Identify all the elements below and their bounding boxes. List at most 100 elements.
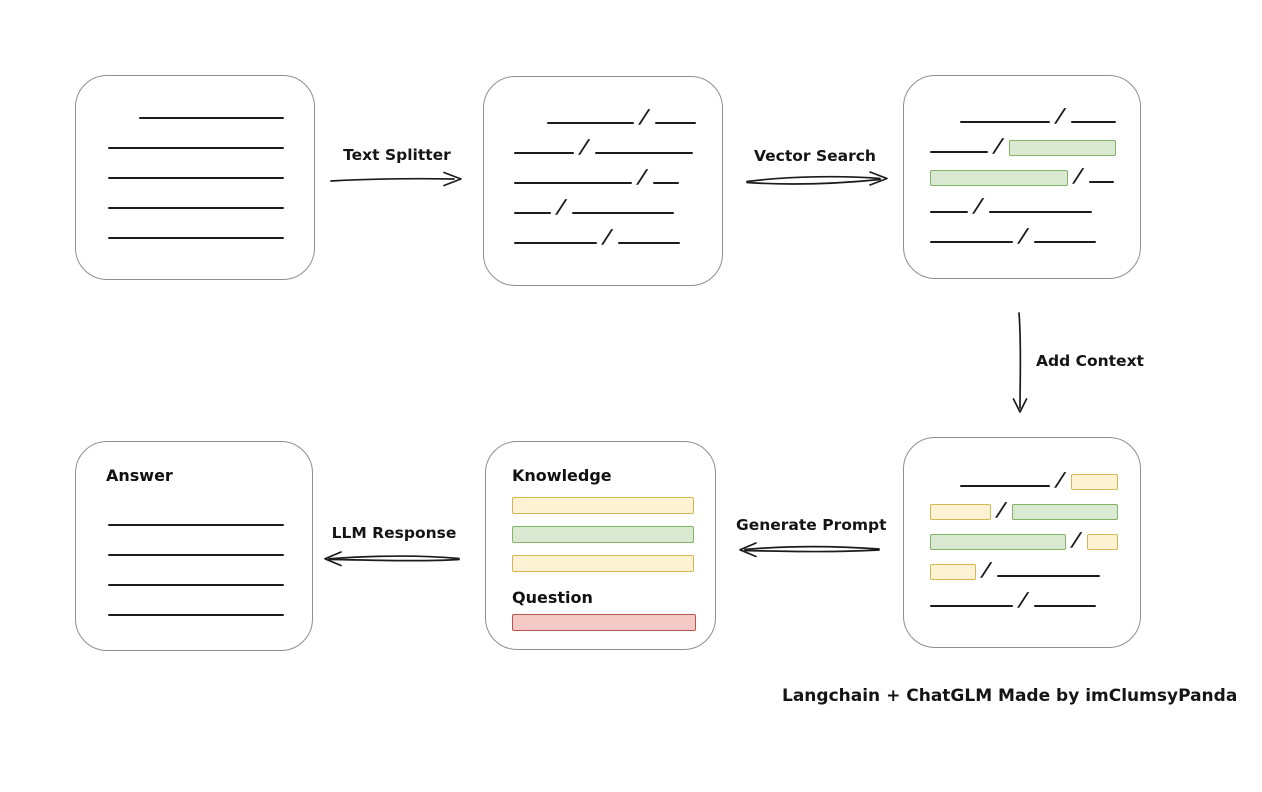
text-line	[108, 147, 284, 149]
indent-gap	[106, 121, 137, 122]
yellow-highlight-chip	[930, 504, 992, 520]
generate-prompt-arrow	[739, 542, 880, 558]
slash-separator: /	[993, 135, 1004, 157]
matched-chunks-node: / / / / /	[903, 75, 1141, 279]
vector-search-arrow	[746, 171, 888, 186]
text-row	[106, 122, 286, 152]
text-line	[1033, 605, 1096, 607]
split-chunks-node: / / / / /	[483, 76, 723, 286]
text-line	[930, 151, 988, 153]
red-bar	[512, 614, 696, 631]
text-line	[652, 182, 679, 184]
text-row	[106, 92, 286, 122]
context-chunks-node: /////	[903, 437, 1141, 648]
text-line	[571, 212, 674, 214]
slash-separator: /	[1018, 589, 1029, 611]
answer-node: Answer	[75, 441, 313, 651]
text-row	[106, 182, 286, 212]
chunk-lines: / / / / /	[484, 77, 722, 248]
text-row: /	[928, 186, 1120, 217]
text-line	[988, 211, 1092, 213]
matched-chunk-lines: / / / / /	[904, 76, 1140, 247]
text-row: /	[928, 520, 1120, 551]
text-line	[514, 242, 597, 244]
slash-separator: /	[637, 166, 648, 188]
slash-separator: /	[602, 226, 613, 248]
text-splitter-label: Text Splitter	[343, 146, 451, 164]
text-line	[960, 121, 1050, 123]
text-line	[594, 152, 693, 154]
caption: Langchain + ChatGLM Made by imClumsyPand…	[782, 686, 1238, 706]
vector-search-label: Vector Search	[754, 147, 876, 165]
text-row: /	[928, 490, 1120, 521]
slash-separator: /	[973, 195, 984, 217]
text-row: /	[928, 96, 1120, 127]
text-row: /	[928, 216, 1120, 247]
text-row: /	[928, 156, 1120, 187]
add-context-label: Add Context	[1036, 352, 1144, 370]
slash-separator: /	[1055, 469, 1066, 491]
generate-prompt-label: Generate Prompt	[736, 516, 887, 534]
slash-separator: /	[1055, 105, 1066, 127]
text-row	[106, 152, 286, 182]
yellow-highlight-chip	[930, 564, 976, 580]
text-line	[996, 575, 1100, 577]
text-line	[514, 182, 632, 184]
slash-separator: /	[1073, 165, 1084, 187]
text-line	[547, 122, 634, 124]
text-line	[930, 605, 1013, 607]
question-label: Question	[512, 588, 593, 607]
green-highlight-chip	[930, 170, 1068, 186]
text-row: /	[928, 550, 1120, 581]
slash-separator: /	[556, 196, 567, 218]
llm-response-arrow	[324, 551, 460, 567]
slash-separator: /	[579, 136, 590, 158]
text-line	[108, 524, 284, 526]
text-row	[106, 529, 286, 559]
indent-gap	[512, 126, 545, 127]
text-line	[617, 242, 680, 244]
slash-separator: /	[996, 499, 1007, 521]
slash-separator: /	[1018, 225, 1029, 247]
text-line	[108, 554, 284, 556]
text-row	[106, 212, 286, 242]
text-row: /	[512, 157, 698, 188]
text-line	[930, 211, 968, 213]
prompt-content: Knowledge Question	[486, 442, 715, 631]
text-line	[108, 177, 284, 179]
text-line	[960, 485, 1050, 487]
text-row: /	[512, 127, 698, 158]
text-row	[106, 559, 286, 589]
llm-response-label: LLM Response	[331, 524, 457, 542]
green-highlight-chip	[930, 534, 1067, 550]
indent-gap	[928, 125, 958, 126]
prompt-node: Knowledge Question	[485, 441, 716, 650]
indent-gap	[928, 489, 958, 490]
text-line	[108, 584, 284, 586]
text-row: /	[512, 97, 698, 128]
text-splitter-arrow	[330, 171, 462, 187]
text-row: /	[928, 126, 1120, 157]
yellow-bar	[512, 555, 694, 572]
text-line	[654, 122, 697, 124]
slash-separator: /	[639, 106, 650, 128]
yellow-highlight-chip	[1070, 474, 1118, 490]
text-line	[514, 152, 574, 154]
answer-label: Answer	[106, 466, 173, 485]
text-row: /	[928, 580, 1120, 611]
text-row	[106, 499, 286, 529]
text-row: /	[928, 460, 1120, 491]
green-highlight-chip	[1008, 140, 1116, 156]
green-highlight-chip	[1012, 504, 1118, 520]
slash-separator: /	[1071, 529, 1082, 551]
text-line	[108, 207, 284, 209]
knowledge-bars	[512, 497, 694, 572]
source-document-node	[75, 75, 315, 280]
text-line	[1088, 181, 1114, 183]
text-line	[138, 117, 284, 119]
add-context-arrow	[1012, 312, 1028, 413]
text-line	[930, 241, 1013, 243]
text-line	[108, 614, 284, 616]
context-chunk-lines: /////	[904, 438, 1140, 611]
